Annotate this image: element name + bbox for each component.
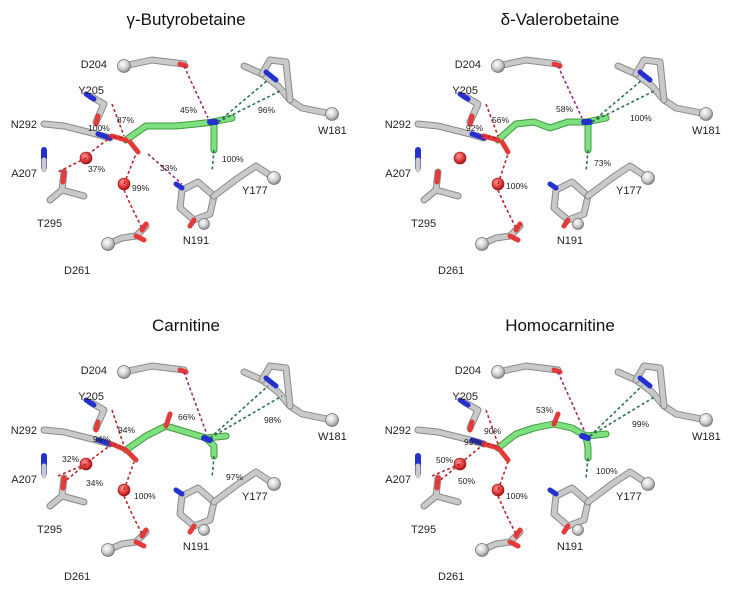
pct-a207: 37%: [88, 164, 105, 174]
pct-w181: 99%: [632, 419, 649, 429]
pct-a207: 50%: [436, 455, 453, 465]
pct-y205: 94%: [118, 425, 135, 435]
label-n191: N191: [183, 235, 209, 247]
label-y177: Y177: [242, 185, 268, 197]
label-w181: W181: [692, 431, 721, 443]
pct-n292: 94%: [93, 434, 110, 444]
label-t295: T295: [37, 218, 62, 230]
pct-w181: 100%: [630, 113, 652, 123]
pct-y205: 87%: [117, 115, 134, 125]
pct-water: 99%: [132, 183, 149, 193]
panel-title: γ-Butyrobetaine: [126, 10, 245, 29]
label-y205: Y205: [452, 85, 478, 97]
label-d204: D204: [81, 365, 107, 377]
label-w181: W181: [318, 125, 347, 137]
pct-t295: 50%: [458, 476, 475, 486]
label-a207: A207: [385, 168, 411, 180]
pct-n292: 100%: [88, 123, 110, 133]
label-n292: N292: [11, 425, 37, 437]
label-w181: W181: [318, 431, 347, 443]
label-a207: A207: [385, 474, 411, 486]
label-a207: A207: [11, 168, 37, 180]
label-d204: D204: [455, 365, 481, 377]
label-y205: Y205: [78, 391, 104, 403]
label-y205: Y205: [452, 391, 478, 403]
pct-w181: 98%: [264, 415, 281, 425]
pct-n191: 33%: [160, 163, 177, 173]
label-n191: N191: [557, 541, 583, 553]
label-y177: Y177: [616, 491, 642, 503]
label-d261: D261: [438, 571, 464, 583]
label-w181: W181: [692, 125, 721, 137]
pct-y177: 100%: [596, 466, 618, 476]
label-y205: Y205: [78, 85, 104, 97]
label-d261: D261: [64, 571, 90, 583]
pct-water: 100%: [134, 491, 156, 501]
pct-n292: 92%: [466, 123, 483, 133]
label-t295: T295: [37, 524, 62, 536]
label-t295: T295: [411, 524, 436, 536]
panel-carnitine: Carnitine D204 Y205 N292 A207 T295 D261 …: [11, 316, 347, 583]
label-n292: N292: [11, 119, 37, 131]
pct-n292: 99%: [464, 437, 481, 447]
pct-d204: 45%: [180, 105, 197, 115]
pct-y205: 90%: [484, 426, 501, 436]
label-d204: D204: [81, 59, 107, 71]
label-y177: Y177: [242, 491, 268, 503]
pct-y205: 56%: [492, 115, 509, 125]
pct-y177: 97%: [226, 472, 243, 482]
label-n191: N191: [183, 541, 209, 553]
pct-w181: 96%: [258, 105, 275, 115]
pct-water: 100%: [506, 181, 528, 191]
panel-title: Carnitine: [152, 316, 220, 335]
label-n292: N292: [385, 425, 411, 437]
label-y177: Y177: [616, 185, 642, 197]
label-n191: N191: [557, 235, 583, 247]
panel-valerobetaine: δ-Valerobetaine D204 Y205 N292 A207 T295…: [385, 10, 721, 277]
label-d204: D204: [455, 59, 481, 71]
label-d261: D261: [64, 265, 90, 277]
label-t295: T295: [411, 218, 436, 230]
panel-homocarnitine: Homocarnitine D204 Y205 N292 A207 T295 D…: [385, 316, 721, 583]
pct-y177: 100%: [222, 154, 244, 164]
label-a207: A207: [11, 474, 37, 486]
panel-title: δ-Valerobetaine: [501, 10, 620, 29]
label-d261: D261: [438, 265, 464, 277]
pct-d204: 53%: [536, 405, 553, 415]
pct-t295: 34%: [86, 478, 103, 488]
pct-water: 100%: [506, 491, 528, 501]
panel-title: Homocarnitine: [505, 316, 615, 335]
panel-butyrobetaine: γ-Butyrobetaine D204 Y205 N292 A207 T295…: [11, 10, 347, 277]
pct-a207: 32%: [62, 454, 79, 464]
pct-d204: 58%: [556, 104, 573, 114]
pct-y177: 73%: [594, 158, 611, 168]
pct-d204: 66%: [178, 412, 195, 422]
label-n292: N292: [385, 119, 411, 131]
